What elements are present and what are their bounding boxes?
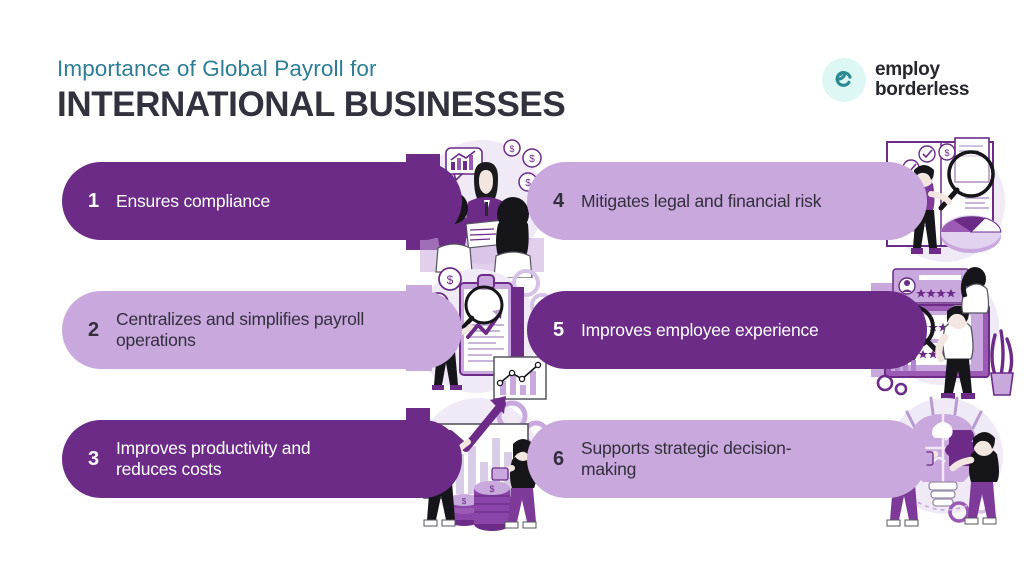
svg-text:$: $ bbox=[944, 148, 949, 158]
benefit-item-4[interactable]: $ bbox=[527, 137, 1005, 277]
benefit-pill-3[interactable]: 3 Improves productivity and reduces cost… bbox=[62, 420, 462, 498]
benefit-number-4: 4 bbox=[553, 189, 565, 212]
benefit-number-1: 1 bbox=[88, 189, 100, 212]
benefit-label-6: Supports strategic decision-making bbox=[581, 438, 792, 479]
svg-text:$: $ bbox=[489, 484, 494, 494]
benefits-row: $ $ bbox=[0, 267, 1024, 406]
benefit-pill-6[interactable]: 6 Supports strategic decision-making bbox=[527, 420, 927, 498]
employ-borderless-e-icon bbox=[822, 58, 866, 102]
benefit-item-1[interactable]: $ $ $ bbox=[62, 139, 544, 278]
benefit-item-2[interactable]: $ $ bbox=[62, 267, 551, 406]
benefit-number-3: 3 bbox=[88, 447, 100, 470]
benefit-pill-4[interactable]: 4 Mitigates legal and financial risk bbox=[527, 162, 927, 240]
benefit-label-1: Ensures compliance bbox=[116, 190, 270, 211]
benefit-pill-5[interactable]: 5 Improves employee experience bbox=[527, 291, 927, 369]
benefit-pill-2[interactable]: 2 Centralizes and simplifies payroll ope… bbox=[62, 291, 462, 369]
logo-line-1: employ bbox=[875, 59, 940, 81]
benefit-item-5[interactable]: 5 Improves employee experience bbox=[527, 267, 1014, 406]
benefit-number-6: 6 bbox=[553, 447, 565, 470]
benefit-number-2: 2 bbox=[88, 318, 100, 341]
page-subtitle: Importance of Global Payroll for bbox=[57, 56, 377, 81]
page-header: Importance of Global Payroll for INTERNA… bbox=[0, 0, 1024, 145]
page-title: INTERNATIONAL BUSINESSES bbox=[57, 84, 566, 124]
logo-line-2: borderless bbox=[875, 79, 970, 100]
title-block: Importance of Global Payroll for INTERNA… bbox=[57, 56, 566, 125]
benefits-row: $ $ bbox=[0, 396, 1024, 535]
benefit-number-5: 5 bbox=[553, 318, 565, 341]
benefits-row: $ $ $ bbox=[0, 137, 1024, 278]
svg-text:$: $ bbox=[529, 154, 535, 165]
logo-wordmark: employ borderless bbox=[875, 60, 969, 99]
benefit-label-3: Improves productivity and reduces costs bbox=[116, 438, 311, 479]
svg-text:$: $ bbox=[509, 144, 514, 154]
benefits-grid: $ $ $ bbox=[0, 137, 1024, 535]
svg-text:$: $ bbox=[525, 178, 531, 189]
benefit-item-6[interactable]: 6 Supports strategic decision-making bbox=[527, 396, 1003, 535]
benefit-label-4: Mitigates legal and financial risk bbox=[581, 190, 822, 211]
benefit-label-2: Centralizes and simplifies payroll opera… bbox=[116, 309, 365, 350]
benefit-label-5: Improves employee experience bbox=[581, 319, 819, 340]
benefit-pill-1[interactable]: 1 Ensures compliance bbox=[62, 162, 462, 240]
svg-text:$: $ bbox=[462, 497, 467, 506]
brand-logo: employ borderless bbox=[822, 58, 969, 102]
svg-text:$: $ bbox=[447, 273, 454, 287]
benefit-item-3[interactable]: $ $ bbox=[62, 396, 550, 535]
